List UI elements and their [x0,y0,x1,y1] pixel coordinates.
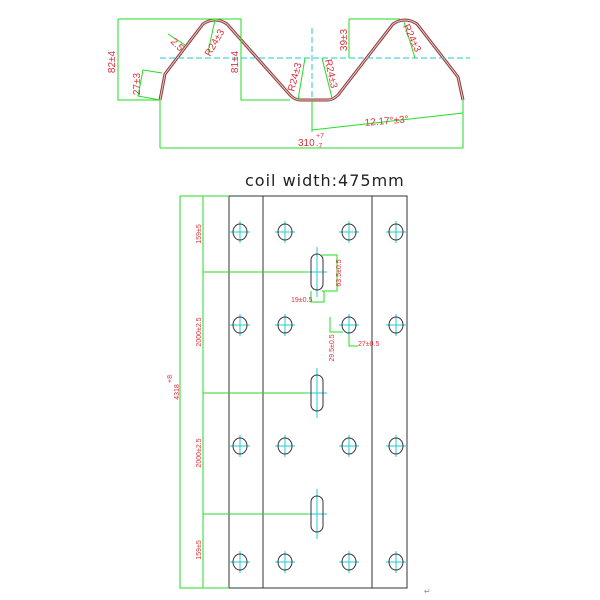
hole [275,314,295,336]
hole [386,435,406,457]
dim-hole-width: 27±0.5 [358,341,379,348]
slot [307,368,327,418]
slots [307,247,327,539]
coil-width-title: coil width:475mm [245,171,405,190]
dim-height-mid: 81±4 [230,50,241,73]
hole [230,435,250,457]
dim-width: 310 [298,138,315,149]
dim-width-tol-lower: -7 [316,143,322,150]
dim-slot-width: 19±0.5 [291,297,312,304]
dim-slot-length: 63.5±0.5 [336,259,343,286]
dim-end-bottom: 159±5 [196,540,203,560]
dim-lip: 27±3 [132,72,143,95]
hole [339,551,359,573]
plate-outline [228,195,408,589]
hole [230,314,250,336]
hole [230,551,250,573]
hole [230,221,250,243]
dim-radius-3: R24±3 [322,58,339,89]
plate-view: 4318 +8 159±5 2000±2.5 2000±2.5 159±5 63… [167,195,408,589]
dim-radius-1: R24±3 [203,27,227,58]
dim-height-total: 82±4 [107,50,118,73]
hole [275,551,295,573]
hole [339,221,359,243]
hole [386,221,406,243]
hole [275,221,295,243]
hole [386,551,406,573]
mounting-holes [230,221,406,573]
profile-view: 82±4 81±4 39±3 27±3 2.5 R24±3 R24±3 R24±… [107,18,470,150]
dim-end-top: 159±5 [196,224,203,244]
dim-hole-offset: 29.5±0.5 [329,334,336,361]
slot [307,489,327,539]
dim-pitch-1: 2000±2.5 [196,317,203,346]
dim-pitch-2: 2000±2.5 [196,438,203,467]
hole [386,314,406,336]
dim-total-tol: +8 [167,375,174,383]
hole [275,435,295,457]
dim-height-right: 39±3 [339,28,350,51]
dim-angle: 12.17°±3° [364,114,409,129]
dim-width-tol-upper: +7 [316,133,324,140]
paragraph-mark: ↵ [424,587,431,596]
dim-total-length: 4318 [174,384,181,400]
slot [307,247,327,297]
hole [339,314,359,336]
hole [339,435,359,457]
